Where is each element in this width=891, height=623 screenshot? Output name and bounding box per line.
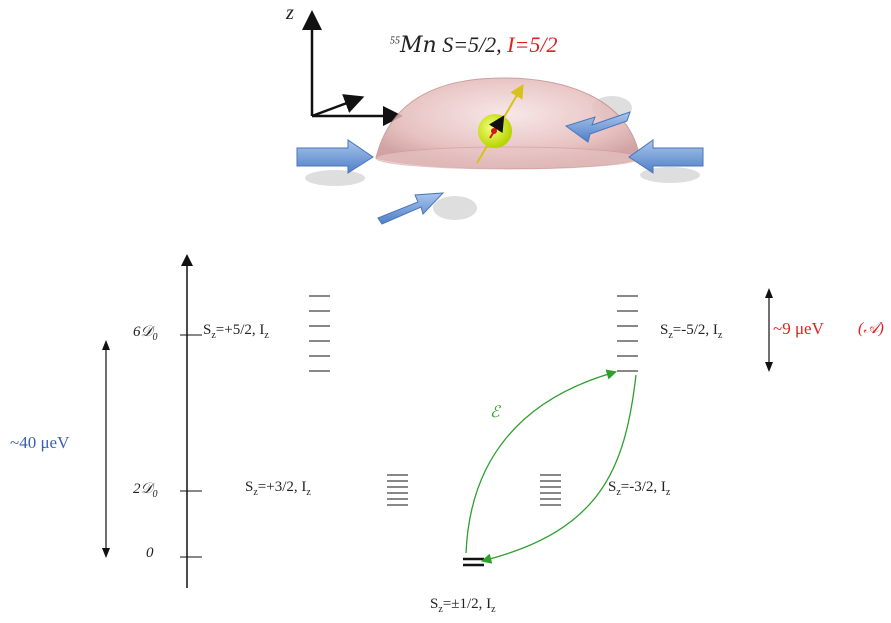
label-pm12: Sz=±1/2, Iz bbox=[430, 596, 496, 615]
title-line: 55Mn S=5/2, I=5/2 bbox=[390, 32, 557, 58]
arrow-front bbox=[377, 192, 445, 225]
arrow-right bbox=[628, 139, 704, 174]
arrow-shadows bbox=[305, 96, 700, 220]
nuclear-spin-label: I=5/2 bbox=[507, 32, 558, 57]
z-axis-label: z bbox=[286, 2, 294, 24]
tick-0: 0 bbox=[146, 545, 154, 561]
isotope-symbol: Mn bbox=[400, 33, 437, 58]
energy-span-label: ~40 μeV bbox=[10, 433, 70, 452]
label-minus32: Sz=-3/2, Iz bbox=[608, 479, 671, 498]
strain-symbol: ℰ bbox=[490, 404, 500, 421]
ladder-plus32 bbox=[387, 474, 408, 506]
label-plus32: Sz=+3/2, Iz bbox=[245, 479, 311, 498]
hyperfine-span-arrow bbox=[765, 288, 773, 372]
coordinate-axes bbox=[302, 10, 403, 126]
spin-label: S=5/2, bbox=[442, 32, 502, 57]
arrow-left bbox=[296, 139, 374, 174]
hyperfine-symbol: (𝒜) bbox=[858, 320, 884, 337]
hyperfine-span-label: ~9 μeV bbox=[773, 319, 824, 338]
strain-transition bbox=[465, 369, 637, 564]
arrow-back bbox=[564, 111, 631, 143]
mn-spin-ball bbox=[476, 83, 524, 164]
label-plus52: Sz=+5/2, Iz bbox=[203, 322, 269, 341]
tick-6D0: 6𝒟0 bbox=[133, 324, 158, 343]
strain-arrows bbox=[296, 111, 704, 225]
ladder-pm12 bbox=[463, 557, 484, 567]
ladder-minus52 bbox=[617, 295, 638, 372]
label-minus52: Sz=-5/2, Iz bbox=[660, 322, 723, 341]
isotope-mass: 55 bbox=[390, 35, 400, 47]
energy-span-arrow bbox=[102, 340, 110, 558]
tick-2D0: 2𝒟0 bbox=[133, 481, 158, 500]
energy-axis bbox=[180, 254, 202, 588]
ladder-minus32 bbox=[540, 474, 561, 506]
ladder-plus52 bbox=[309, 295, 330, 372]
